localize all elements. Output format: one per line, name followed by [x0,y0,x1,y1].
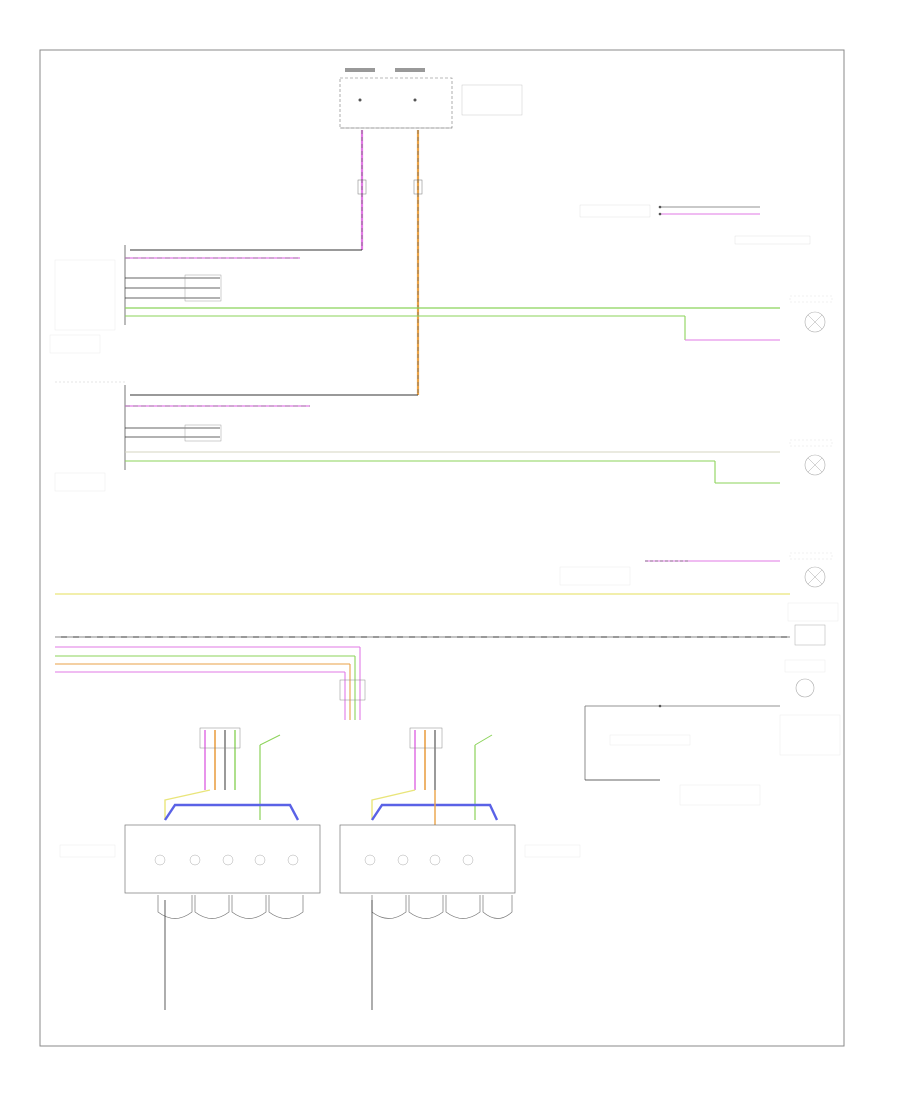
headlamp-switch-connector [49,245,300,354]
fuse-feed-wires [130,130,423,396]
license-lamp [784,624,826,698]
high-mount-stop-lamp-wires [55,560,790,595]
liftgate-module [584,704,841,806]
left-mirror-lamp [789,295,833,333]
left-mirror-wires [125,307,780,341]
right-mirror-wires [125,451,780,484]
rear-lamp-feed-wires [55,646,366,720]
smart-junction-box-connector [54,381,310,492]
right-mirror-lamp [789,439,833,476]
instrument-cluster [579,204,811,245]
diagram-border [39,49,845,1047]
fuse-box [339,68,523,129]
high-mount-stop-lamp [787,552,839,622]
right-rear-lamp-assembly [339,727,581,1010]
left-rear-lamp-assembly [59,727,321,1010]
